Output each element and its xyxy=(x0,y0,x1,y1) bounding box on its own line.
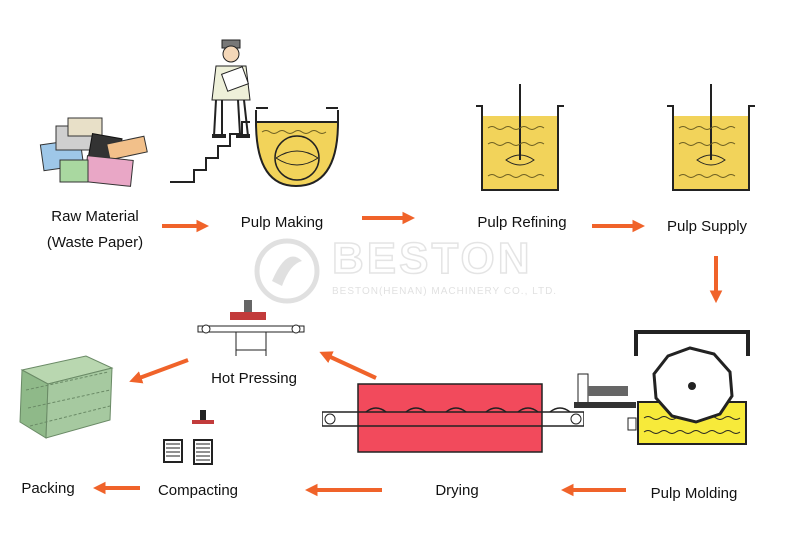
watermark: BESTON BESTON(HENAN) MACHINERY CO., LTD. xyxy=(252,232,572,312)
label-pulp-refining: Pulp Refining xyxy=(477,214,567,231)
pulp-making-illustration xyxy=(170,39,340,188)
label-drying: Drying xyxy=(435,482,479,499)
beston-logo-icon xyxy=(254,238,320,304)
pulp-supply-tank xyxy=(667,84,755,191)
label-hot-pressing: Hot Pressing xyxy=(211,370,297,387)
label-raw-material: Raw Material xyxy=(51,208,139,225)
arrow-pressing-to-bales xyxy=(129,358,189,384)
watermark-company: BESTON(HENAN) MACHINERY CO., LTD. xyxy=(332,286,558,297)
watermark-brand: BESTON xyxy=(331,233,533,284)
packing-bales xyxy=(19,355,114,439)
waste-paper-illustration xyxy=(39,117,148,187)
label-pulp-supply: Pulp Supply xyxy=(666,218,748,235)
worker-icon xyxy=(211,39,251,138)
label-pulp-making: Pulp Making xyxy=(240,214,324,231)
pulp-refining-tank xyxy=(476,84,564,191)
label-compacting: Compacting xyxy=(157,482,239,499)
arrow-oven-to-pressing xyxy=(319,351,377,380)
label-raw-material-note: (Waste Paper) xyxy=(46,234,144,251)
pulp-molding-machine xyxy=(574,330,750,445)
label-pulp-molding: Pulp Molding xyxy=(650,485,738,502)
compacting-illustration xyxy=(163,410,214,465)
hot-pressing-machine xyxy=(197,300,305,356)
label-packing: Packing xyxy=(21,480,75,497)
drying-oven xyxy=(322,383,584,453)
